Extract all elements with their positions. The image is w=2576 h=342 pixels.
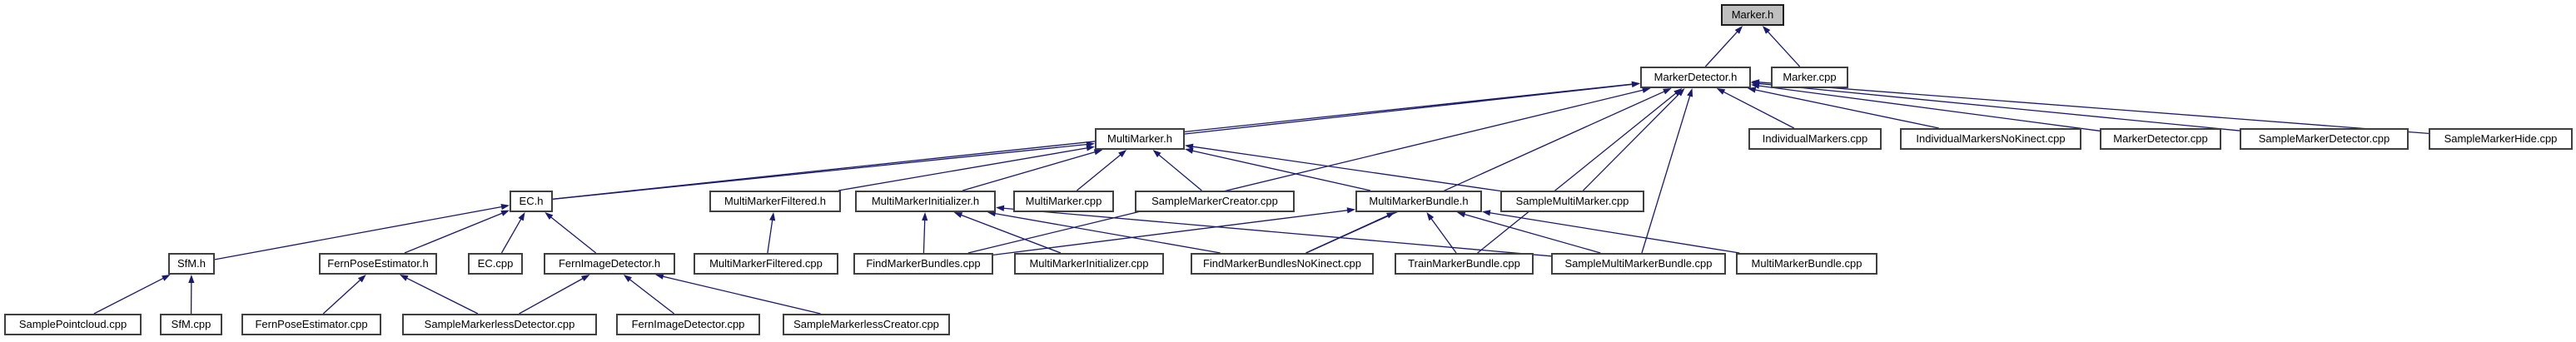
edge-SampleMarkerlessCreator.cpp-includes-FernImageDetector.h xyxy=(654,273,821,315)
graph-node-MultiMarkerBundle.cpp[interactable]: MultiMarkerBundle.cpp xyxy=(1736,253,1877,275)
graph-node-EC.h[interactable]: EC.h xyxy=(510,191,553,212)
edge-TrainMarkerBundle.cpp-includes-MultiMarkerBundle.h xyxy=(1426,212,1457,254)
edge-FindMarkerBundlesNoKinect.cpp-includes-MultiMarkerBundle.h xyxy=(1305,212,1395,254)
graph-node-SampleMarkerDetector.cpp[interactable]: SampleMarkerDetector.cpp xyxy=(2240,128,2409,150)
graph-node-FindMarkerBundles.cpp[interactable]: FindMarkerBundles.cpp xyxy=(853,253,993,275)
graph-node-MultiMarker.h[interactable]: MultiMarker.h xyxy=(1095,128,1185,150)
edge-EC.cpp-includes-EC.h xyxy=(500,212,525,254)
edge-SampleMarkerlessDetector.cpp-includes-FernImageDetector.h xyxy=(519,275,590,315)
graph-node-MultiMarker.cpp[interactable]: MultiMarker.cpp xyxy=(1013,191,1114,212)
edge-IndividualMarkersNoKinect.cpp-includes-MarkerDetector.h xyxy=(1747,87,1939,129)
graph-node-TrainMarkerBundle.cpp[interactable]: TrainMarkerBundle.cpp xyxy=(1395,253,1534,275)
graph-node-SamplePointcloud.cpp[interactable]: SamplePointcloud.cpp xyxy=(4,314,142,335)
graph-node-FindMarkerBundlesNoKinect.cpp[interactable]: FindMarkerBundlesNoKinect.cpp xyxy=(1191,253,1374,275)
graph-node-SampleMarkerHide.cpp[interactable]: SampleMarkerHide.cpp xyxy=(2429,128,2573,150)
edge-SampleMultiMarker.cpp-includes-MarkerDetector.h xyxy=(1582,88,1685,191)
edge-SampleMarkerlessDetector.cpp-includes-FernPoseEstimator.h xyxy=(400,275,479,315)
graph-node-MarkerDetector.cpp[interactable]: MarkerDetector.cpp xyxy=(2100,128,2221,150)
graph-node-MultiMarkerBundle.h[interactable]: MultiMarkerBundle.h xyxy=(1355,191,1482,212)
graph-node-MultiMarkerFiltered.cpp[interactable]: MultiMarkerFiltered.cpp xyxy=(694,253,838,275)
edge-SamplePointcloud.cpp-includes-SfM.h xyxy=(93,275,171,315)
graph-node-SampleMarkerlessDetector.cpp[interactable]: SampleMarkerlessDetector.cpp xyxy=(402,314,597,335)
edge-TrainMarkerBundle.cpp-includes-MarkerDetector.h xyxy=(1477,88,1683,254)
edge-FindMarkerBundles.cpp-includes-MarkerDetector.h xyxy=(967,87,1651,254)
graph-node-SampleMultiMarkerBundle.cpp[interactable]: SampleMultiMarkerBundle.cpp xyxy=(1551,253,1726,275)
graph-node-MarkerDetector.h[interactable]: MarkerDetector.h xyxy=(1640,67,1751,88)
edge-MultiMarkerInitializer.h-includes-MultiMarker.h xyxy=(962,149,1103,191)
edge-MultiMarker.cpp-includes-MultiMarker.h xyxy=(1076,150,1127,191)
graph-node-MultiMarkerInitializer.cpp[interactable]: MultiMarkerInitializer.cpp xyxy=(1014,253,1164,275)
edge-Marker.cpp-includes-Marker.h xyxy=(1762,26,1801,67)
edge-SampleMultiMarker.cpp-includes-MultiMarker.h xyxy=(1185,143,1501,192)
edge-FernPoseEstimator.h-includes-EC.h xyxy=(404,210,510,254)
edge-MultiMarkerFiltered.h-includes-MultiMarker.h xyxy=(838,145,1095,191)
graph-node-FernPoseEstimator.h[interactable]: FernPoseEstimator.h xyxy=(319,253,437,275)
edge-IndividualMarkers.cpp-includes-MarkerDetector.h xyxy=(1716,88,1795,129)
edge-FernPoseEstimator.cpp-includes-FernPoseEstimator.h xyxy=(322,275,366,315)
edge-MultiMarkerFiltered.cpp-includes-MultiMarkerFiltered.h xyxy=(767,212,776,254)
edge-FernImageDetector.h-includes-EC.h xyxy=(545,212,597,254)
edge-SfM.cpp-includes-SfM.h xyxy=(188,275,195,315)
edge-FindMarkerBundles.cpp-includes-MultiMarkerBundle.h xyxy=(992,207,1355,256)
graph-node-EC.cpp[interactable]: EC.cpp xyxy=(468,253,523,275)
graph-node-FernImageDetector.cpp[interactable]: FernImageDetector.cpp xyxy=(616,314,760,335)
edge-FindMarkerBundles.cpp-includes-MultiMarkerInitializer.h xyxy=(922,212,928,254)
edge-MultiMarkerBundle.h-includes-MultiMarker.h xyxy=(1185,147,1371,191)
edge-SampleMultiMarkerBundle.cpp-includes-MultiMarkerInitializer.h xyxy=(996,205,1552,257)
graph-node-SampleMarkerCreator.cpp[interactable]: SampleMarkerCreator.cpp xyxy=(1135,191,1295,212)
edge-SampleMarkerCreator.cpp-includes-MultiMarker.h xyxy=(1152,150,1202,191)
graph-node-IndividualMarkersNoKinect.cpp[interactable]: IndividualMarkersNoKinect.cpp xyxy=(1900,128,2081,150)
edge-EC.h-includes-MarkerDetector.h xyxy=(552,81,1640,200)
edge-SampleMultiMarkerBundle.cpp-includes-MarkerDetector.h xyxy=(1641,88,1693,254)
graph-node-SampleMultiMarker.cpp[interactable]: SampleMultiMarker.cpp xyxy=(1500,191,1644,212)
graph-node-SfM.cpp[interactable]: SfM.cpp xyxy=(160,314,222,335)
edge-SfM.h-includes-EC.h xyxy=(214,204,510,260)
edge-MarkerDetector.cpp-includes-MarkerDetector.h xyxy=(1751,82,2101,131)
edge-SampleMultiMarkerBundle.cpp-includes-MultiMarkerBundle.h xyxy=(1456,211,1601,254)
edge-MarkerDetector.h-includes-Marker.h xyxy=(1704,26,1743,67)
graph-node-FernImageDetector.h[interactable]: FernImageDetector.h xyxy=(544,253,675,275)
edge-FernImageDetector.cpp-includes-FernImageDetector.h xyxy=(623,275,675,315)
graph-node-SfM.h[interactable]: SfM.h xyxy=(168,253,215,275)
graph-node-MultiMarkerInitializer.h[interactable]: MultiMarkerInitializer.h xyxy=(855,191,996,212)
graph-node-IndividualMarkers.cpp[interactable]: IndividualMarkers.cpp xyxy=(1748,128,1882,150)
graph-node-FernPoseEstimator.cpp[interactable]: FernPoseEstimator.cpp xyxy=(241,314,381,335)
edge-MultiMarkerInitializer.cpp-includes-MultiMarkerInitializer.h xyxy=(953,212,1062,254)
graph-node-Marker.cpp[interactable]: Marker.cpp xyxy=(1771,67,1848,88)
edge-MultiMarkerBundle.cpp-includes-MultiMarkerBundle.h xyxy=(1482,210,1740,254)
graph-node-SampleMarkerlessCreator.cpp[interactable]: SampleMarkerlessCreator.cpp xyxy=(783,314,950,335)
graph-node-MultiMarkerFiltered.h[interactable]: MultiMarkerFiltered.h xyxy=(709,191,841,212)
graph-node-Marker.h[interactable]: Marker.h xyxy=(1721,4,1784,26)
edge-SampleMarkerHide.cpp-includes-MarkerDetector.h xyxy=(1751,79,2429,135)
